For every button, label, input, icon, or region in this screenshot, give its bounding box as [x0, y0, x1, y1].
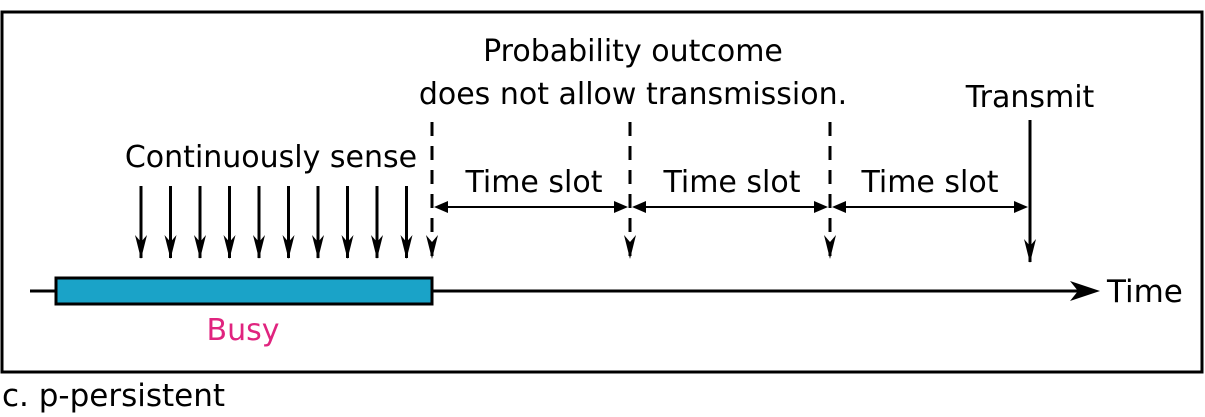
busy-label: Busy: [207, 313, 280, 348]
time-slot-label: Time slot: [464, 165, 602, 200]
sense-arrows-group: [135, 186, 413, 259]
continuously-sense-label: Continuously sense: [125, 140, 417, 175]
time-slot-span: [632, 201, 828, 213]
figure-caption: c. p-persistent: [2, 378, 226, 414]
time-axis-label: Time: [1106, 274, 1183, 310]
diagram-border: [0, 10, 1204, 374]
probability-label-line2: does not allow transmission.: [419, 77, 847, 112]
time-axis-arrowhead: [1070, 281, 1100, 301]
time-slot-label: Time slot: [860, 165, 998, 200]
time-slot-span: [434, 201, 628, 213]
transmit-label: Transmit: [965, 80, 1095, 115]
probability-label-line1: Probability outcome: [483, 34, 783, 69]
time-slot-label: Time slot: [662, 165, 800, 200]
time-slot-span: [832, 201, 1028, 213]
busy-bar: [54, 276, 434, 306]
